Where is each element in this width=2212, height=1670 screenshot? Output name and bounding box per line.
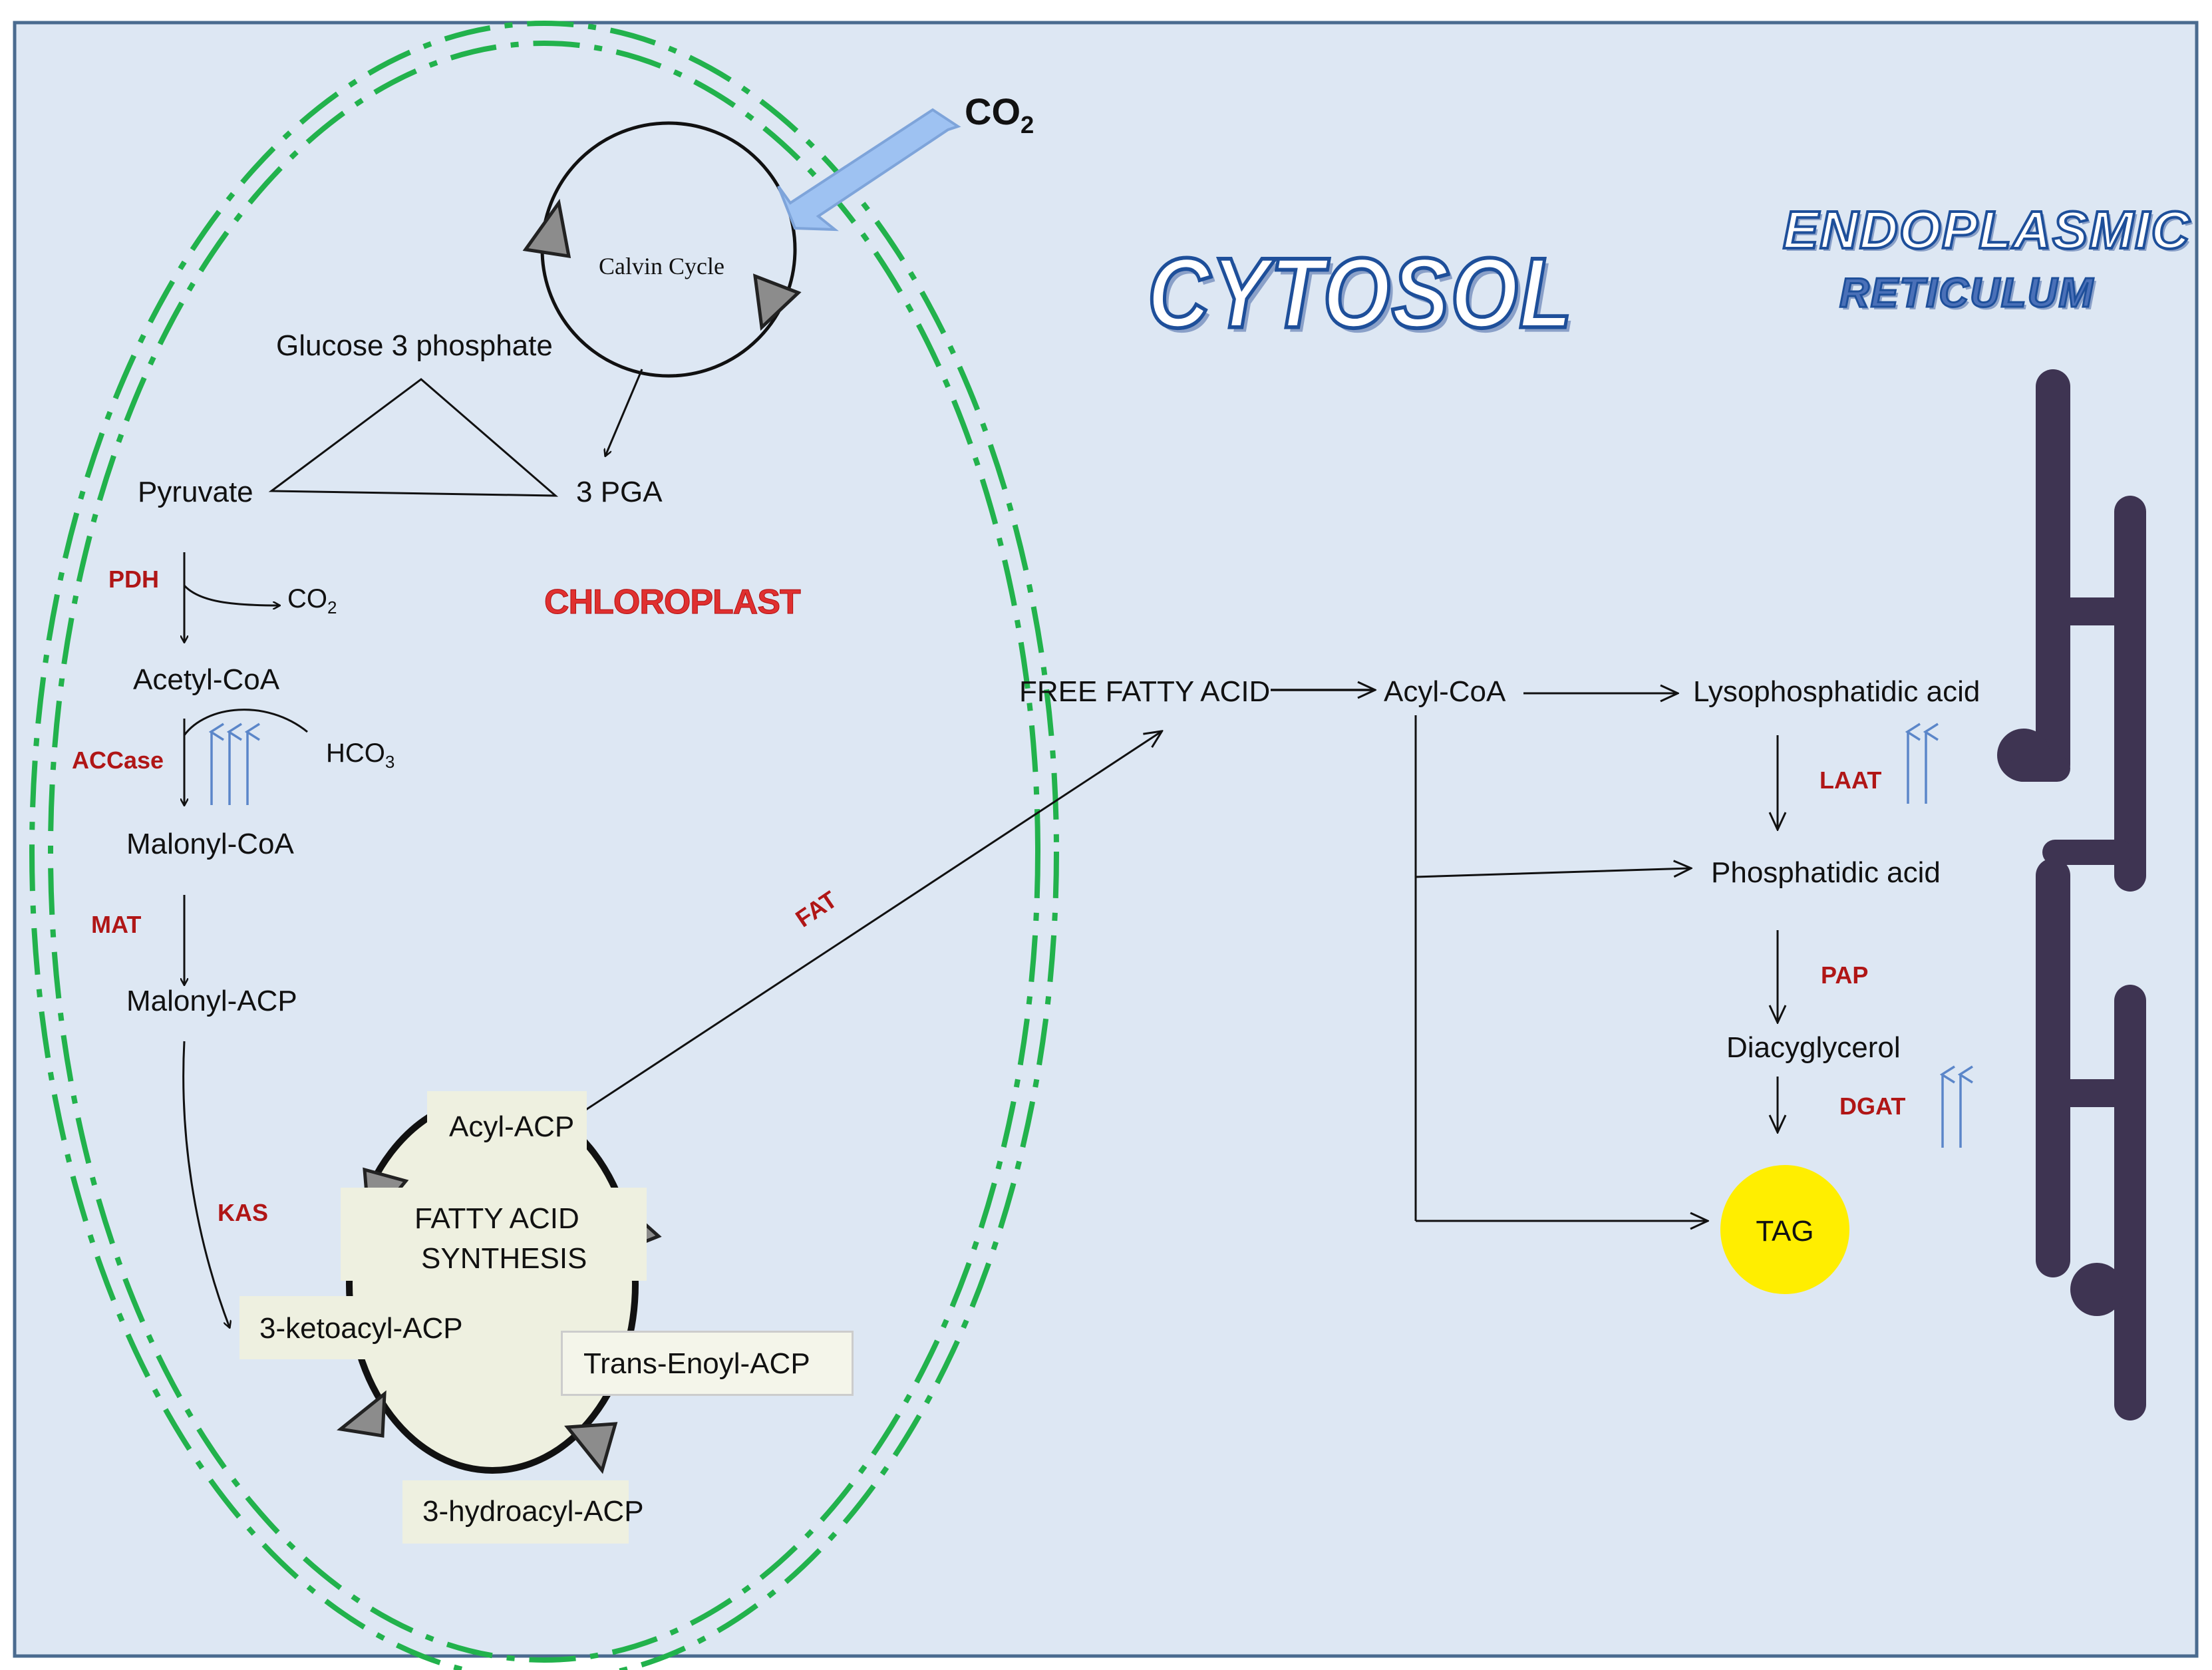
- enzyme-pap: PAP: [1821, 961, 1869, 989]
- calvin-cycle-label: Calvin Cycle: [599, 253, 724, 279]
- fas-label-line2: SYNTHESIS: [421, 1242, 587, 1275]
- enzyme-mat: MAT: [91, 911, 142, 938]
- chloroplast-title: CHLOROPLAST: [544, 583, 802, 622]
- free-fatty-acid-label: FREE FATTY ACID: [1019, 675, 1271, 708]
- fas-label-line1: FATTY ACID: [414, 1202, 579, 1235]
- tag-droplet: [1720, 1165, 1849, 1294]
- co2-release-label: CO2: [287, 584, 337, 618]
- trans-enoyl-acp-box: [561, 1331, 854, 1396]
- er-title-line1: ENDOPLASMIC: [1782, 199, 2191, 261]
- hydroacyl-acp-label: 3-hydroacyl-ACP: [422, 1495, 644, 1528]
- malonyl-acp-label: Malonyl-ACP: [126, 985, 297, 1017]
- hydroacyl-acp-box: [402, 1480, 629, 1544]
- phosphatidic-acid-label: Phosphatidic acid: [1711, 856, 1941, 889]
- acyl-coa-label: Acyl-CoA: [1384, 675, 1506, 708]
- enzyme-pdh: PDH: [108, 566, 160, 593]
- pga-label: 3 PGA: [576, 476, 663, 508]
- arrow-acylacp-to-ffa: [578, 732, 1161, 1116]
- enzyme-kas: KAS: [218, 1199, 269, 1226]
- calvin-cycle-arrowhead-left: [522, 198, 571, 259]
- acetyl-coa-label: Acetyl-CoA: [133, 663, 280, 696]
- enzyme-accase: ACCase: [72, 747, 164, 774]
- glycolysis-triangle: [268, 378, 559, 497]
- enzyme-laat: LAAT: [1819, 766, 1882, 794]
- co2-input-arrow: [777, 108, 961, 232]
- hco3-label: HCO3: [326, 739, 395, 772]
- fas-center-box: [341, 1188, 647, 1281]
- lysophosphatidic-acid-label: Lysophosphatidic acid: [1693, 675, 1980, 708]
- background: [13, 21, 2199, 1658]
- ketoacyl-acp-label: 3-ketoacyl-ACP: [259, 1312, 463, 1345]
- arrow-acylcoa-to-pa: [1415, 868, 1690, 878]
- acyl-acp-box: [427, 1091, 587, 1158]
- fas-arrowhead-bottomleft: [337, 1390, 387, 1438]
- fas-arrowhead-bottomright: [564, 1422, 618, 1474]
- calvin-cycle-arrowhead-right: [752, 273, 802, 331]
- er-membrane: [1997, 369, 2146, 1420]
- glucose-3-phosphate-label: Glucose 3 phosphate: [276, 329, 553, 362]
- pyruvate-label: Pyruvate: [138, 476, 253, 508]
- co2-input-label: CO2: [965, 90, 1034, 138]
- diacylglycerol-label: Diacyglycerol: [1726, 1031, 1901, 1064]
- tag-label: TAG: [1756, 1215, 1814, 1248]
- arrow-malonylacp-to-ketoacyl: [182, 1041, 230, 1327]
- er-title-line2: RETICULUM: [1838, 269, 2095, 317]
- enzyme-dgat: DGAT: [1839, 1092, 1906, 1120]
- trans-enoyl-acp-label: Trans-Enoyl-ACP: [583, 1347, 810, 1380]
- chloroplast-outer-membrane: [29, 21, 1059, 1670]
- acyl-acp-label: Acyl-ACP: [449, 1110, 575, 1143]
- ketoacyl-acp-box: [239, 1296, 476, 1359]
- malonyl-coa-label: Malonyl-CoA: [126, 828, 294, 860]
- chloroplast-inner-membrane: [48, 41, 1040, 1663]
- arrow-co2-release: [183, 584, 279, 605]
- arrow-calvin-to-pga: [605, 369, 643, 456]
- arc-hco3-input: [183, 709, 308, 736]
- cytosol-title: CYTOSOL: [1146, 235, 1574, 351]
